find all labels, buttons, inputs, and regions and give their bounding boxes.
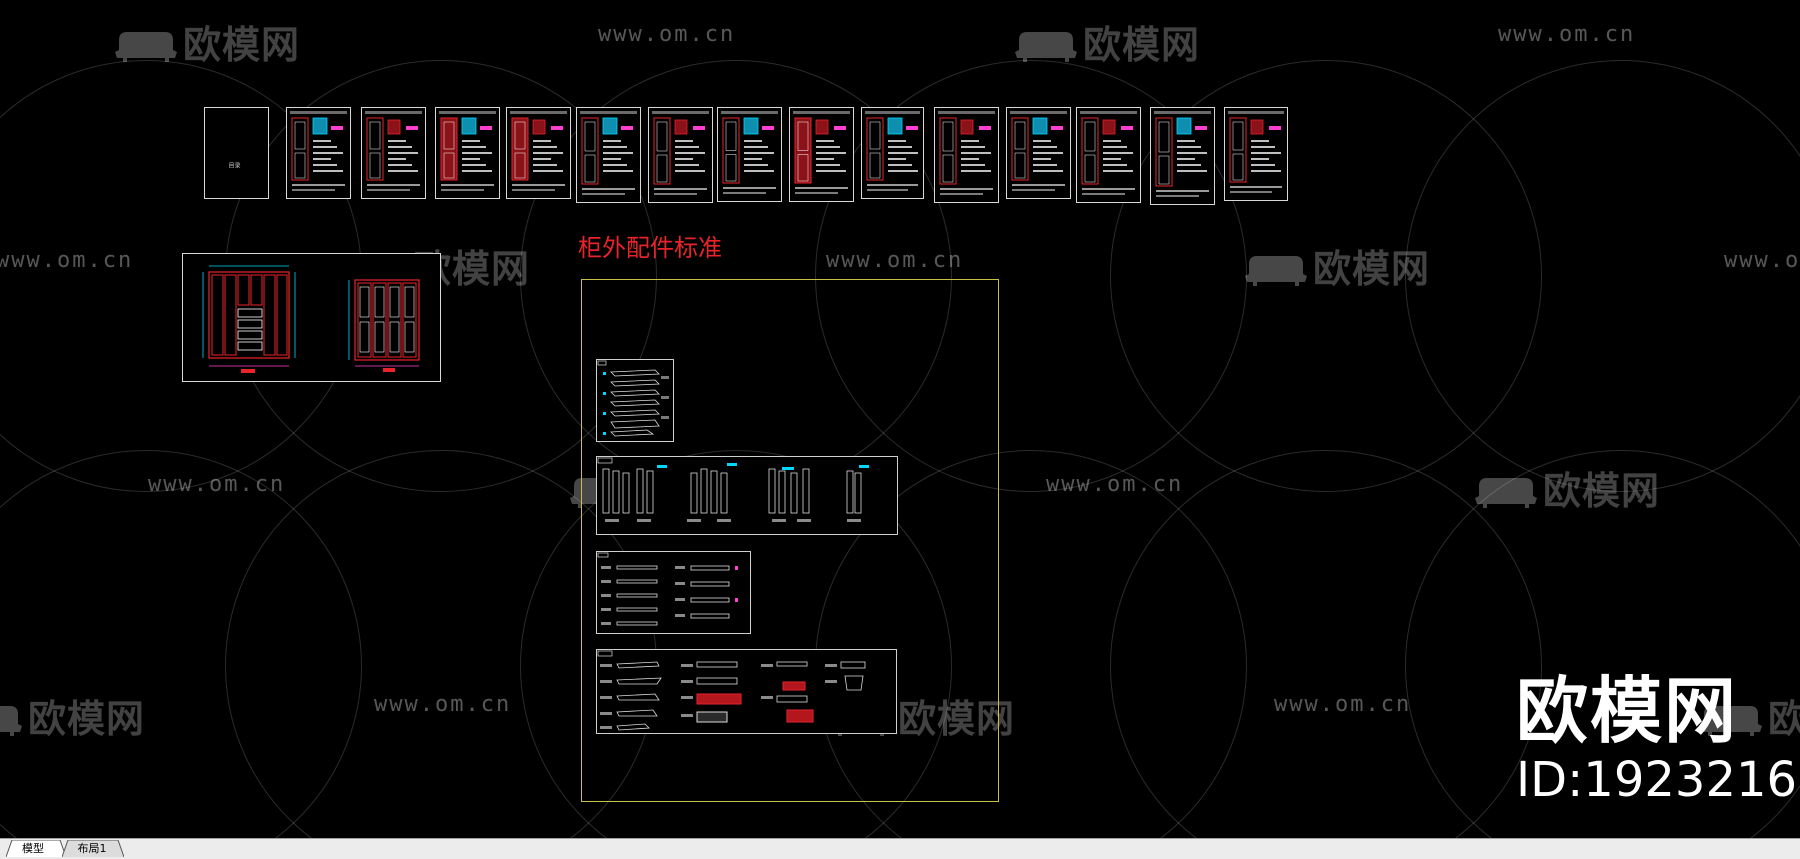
sheet-thumbnail[interactable] (1076, 107, 1141, 203)
watermark-brand: 欧模网 (1015, 14, 1200, 69)
watermark-brand: 欧模网 (0, 688, 145, 743)
sheet-drawing (938, 111, 995, 195)
tab-model-label: 模型 (22, 842, 44, 855)
sheet-thumbnail[interactable] (934, 107, 999, 203)
sheet-thumbnail[interactable] (1006, 107, 1071, 199)
sheet-thumbnail[interactable] (648, 107, 713, 203)
sheet-thumbnail[interactable] (717, 107, 782, 202)
sheet-drawing (510, 111, 567, 191)
pilaster-profile (646, 470, 654, 514)
pilaster-profiles-drawing (597, 457, 869, 522)
pilaster-profile (602, 468, 610, 514)
sheet-drawing (365, 111, 422, 191)
sheet-drawing (865, 111, 920, 191)
accessory-standard-sheet[interactable] (581, 279, 999, 802)
pilaster-profile (768, 468, 776, 514)
sheet-drawing (290, 111, 347, 191)
sheet-thumbnail[interactable] (789, 107, 854, 202)
sheet-thumbnail[interactable] (1224, 107, 1288, 201)
watermark-brand: 欧模网 (115, 14, 300, 69)
layout-tab-bar: 模型 布局1 (0, 838, 1800, 859)
moulding-profiles-drawing (597, 360, 669, 437)
wardrobe-elevation-frame[interactable] (182, 253, 441, 382)
sofa-icon (1475, 478, 1537, 508)
watermark-url: www.om.cn (1724, 248, 1800, 273)
watermark-url: www.om.cn (148, 472, 286, 497)
sheet-thumbnail[interactable] (576, 107, 641, 203)
sheet-drawing (721, 111, 778, 194)
sofa-icon (115, 32, 177, 62)
brand-logo-text: 欧模网 (1516, 669, 1739, 753)
watermark-arc (0, 450, 362, 838)
wardrobe-elevation-drawing (202, 265, 420, 373)
sheet-drawing (1228, 111, 1284, 193)
handle-profiles-drawing (597, 552, 738, 626)
watermark-url: www.om.cn (826, 248, 964, 273)
watermark-url: www.om.cn (1046, 472, 1184, 497)
sheet-drawing (580, 111, 637, 195)
sheet-drawing: 目录 (229, 161, 241, 169)
pilaster-profile (802, 468, 810, 514)
sheet-thumbnail[interactable] (361, 107, 426, 199)
watermark-url: www.om.cn (374, 692, 512, 717)
sheet-thumbnail[interactable] (506, 107, 571, 199)
pilaster-profile (690, 472, 698, 514)
sheet-thumbnail[interactable] (435, 107, 500, 199)
watermark-arc (1110, 450, 1542, 838)
tab-model[interactable]: 模型 (6, 840, 66, 858)
sheet-thumbnail[interactable] (1150, 107, 1215, 205)
sheet-drawing (439, 111, 496, 191)
sheet-drawing (652, 111, 709, 195)
accessory-panel-pilasters[interactable] (596, 456, 898, 535)
tab-layout1-label: 布局1 (77, 842, 107, 855)
watermark-brand: 欧模网 (1475, 460, 1660, 515)
sheet-thumbnail[interactable] (861, 107, 924, 199)
pilaster-profile (854, 472, 862, 514)
watermark-url: www.om.cn (598, 22, 736, 47)
sheet-drawing (1080, 111, 1137, 195)
pilaster-profile (612, 470, 620, 514)
pilaster-profile (778, 470, 786, 514)
svg-text:目录: 目录 (229, 161, 241, 169)
sheet-drawing (1010, 111, 1067, 191)
sheet-drawing (1154, 111, 1211, 197)
sofa-icon (1245, 256, 1307, 286)
sheet-thumbnail[interactable] (286, 107, 351, 199)
pilaster-profile (710, 470, 718, 514)
pilaster-profile (700, 468, 708, 514)
resource-id-text: ID:1923216 (1516, 752, 1798, 808)
watermark-url: www.om.cn (1274, 692, 1412, 717)
sheet-drawing (793, 111, 850, 194)
watermark-arc (1405, 60, 1800, 492)
tab-layout1[interactable]: 布局1 (62, 840, 124, 858)
sofa-icon (0, 706, 22, 736)
accessory-standard-title: 柜外配件标准 (578, 234, 722, 262)
accessory-panel-trims[interactable] (596, 649, 897, 734)
pilaster-profile (790, 472, 798, 514)
pilaster-profile (846, 470, 854, 514)
watermark-brand: 欧模网 (1245, 238, 1430, 293)
model-space-canvas[interactable]: 欧模网欧模网欧模网欧模网欧模网欧模网欧模网欧模网欧模网www.om.cnwww.… (0, 0, 1800, 838)
accessory-panel-mouldings[interactable] (596, 359, 674, 442)
sofa-icon (1015, 32, 1077, 62)
trim-profiles-drawing (597, 650, 866, 731)
watermark-url: www.om.cn (0, 248, 134, 273)
pilaster-profile (720, 472, 728, 514)
pilaster-profile (622, 472, 630, 514)
accessory-panel-handles[interactable] (596, 551, 751, 634)
watermark-url: www.om.cn (1498, 22, 1636, 47)
pilaster-profile (636, 468, 644, 514)
sheet-thumbnail[interactable]: 目录 (204, 107, 269, 199)
